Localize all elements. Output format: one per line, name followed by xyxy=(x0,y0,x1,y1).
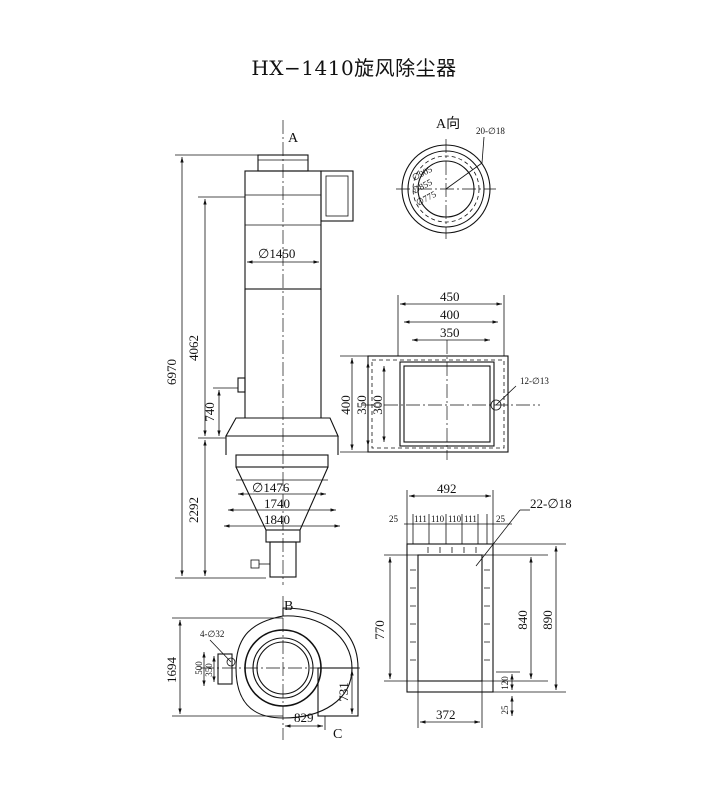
dim-upper-height: 4062 xyxy=(186,335,201,361)
dim-outlet-25a: 25 xyxy=(389,514,399,524)
dim-a-holes: 20-∅18 xyxy=(476,126,505,136)
dim-body-diameter: ∅1450 xyxy=(258,246,295,261)
dim-plan-829: 829 xyxy=(294,710,314,725)
a-view-flange: A向 20-∅18 ∅905 ∅855 ∅775 xyxy=(396,116,505,239)
dim-inlet-holes: 12-∅13 xyxy=(520,376,549,386)
dim-plan-731: 731 xyxy=(336,682,351,702)
inlet-flange-view: 450 400 350 400 350 300 12-∅13 xyxy=(338,289,549,460)
dim-plan-holes: 4-∅32 xyxy=(200,629,224,639)
dim-inlet-h350: 350 xyxy=(354,395,369,415)
dim-outlet-25b: 25 xyxy=(496,514,506,524)
dim-inlet-400: 400 xyxy=(440,307,460,322)
dim-plan-350: 350 xyxy=(204,663,214,677)
dim-inlet-h300: 300 xyxy=(370,395,385,415)
dim-total-height: 6970 xyxy=(164,359,179,385)
drawing-title: HX−1410旋风除尘器 xyxy=(251,56,457,80)
dim-inlet-offset: 740 xyxy=(202,402,217,422)
dim-outlet-110b: 110 xyxy=(448,514,462,524)
dim-outlet-110a: 110 xyxy=(431,514,445,524)
dim-inlet-450: 450 xyxy=(440,289,460,304)
dim-outlet-372: 372 xyxy=(436,707,456,722)
dim-outlet-492: 492 xyxy=(437,481,457,496)
section-b-label: B xyxy=(284,599,293,614)
dim-plan-1694: 1694 xyxy=(164,657,179,684)
dim-outlet-111a: 111 xyxy=(414,514,427,524)
dim-width-1740: 1740 xyxy=(264,496,290,511)
dim-inlet-350: 350 xyxy=(440,325,460,340)
dim-lower-height: 2292 xyxy=(186,497,201,523)
front-view: A 6970 4062 xyxy=(164,120,354,585)
dim-outlet-111b: 111 xyxy=(464,514,477,524)
plan-view: B C 4-∅32 1694 500 350 731 829 xyxy=(164,596,360,742)
dim-outlet-770: 770 xyxy=(372,620,387,640)
dim-outlet-holes: 22-∅18 xyxy=(530,496,572,511)
dim-inlet-h400: 400 xyxy=(338,395,353,415)
dim-outlet-25c: 25 xyxy=(500,705,510,715)
section-c-label: C xyxy=(333,727,342,742)
dim-cone-diameter: ∅1476 xyxy=(252,480,290,495)
dim-width-1840: 1840 xyxy=(264,512,290,527)
dim-plan-500: 500 xyxy=(194,661,204,675)
outlet-flange-view: 492 25 111 110 110 111 25 22-∅18 890 840… xyxy=(372,481,572,728)
dim-outlet-890: 890 xyxy=(540,610,555,630)
dim-outlet-840: 840 xyxy=(515,610,530,630)
section-a-label: A xyxy=(288,131,299,146)
dim-outlet-120: 120 xyxy=(500,676,510,690)
view-a-direction-label: A向 xyxy=(436,116,460,132)
